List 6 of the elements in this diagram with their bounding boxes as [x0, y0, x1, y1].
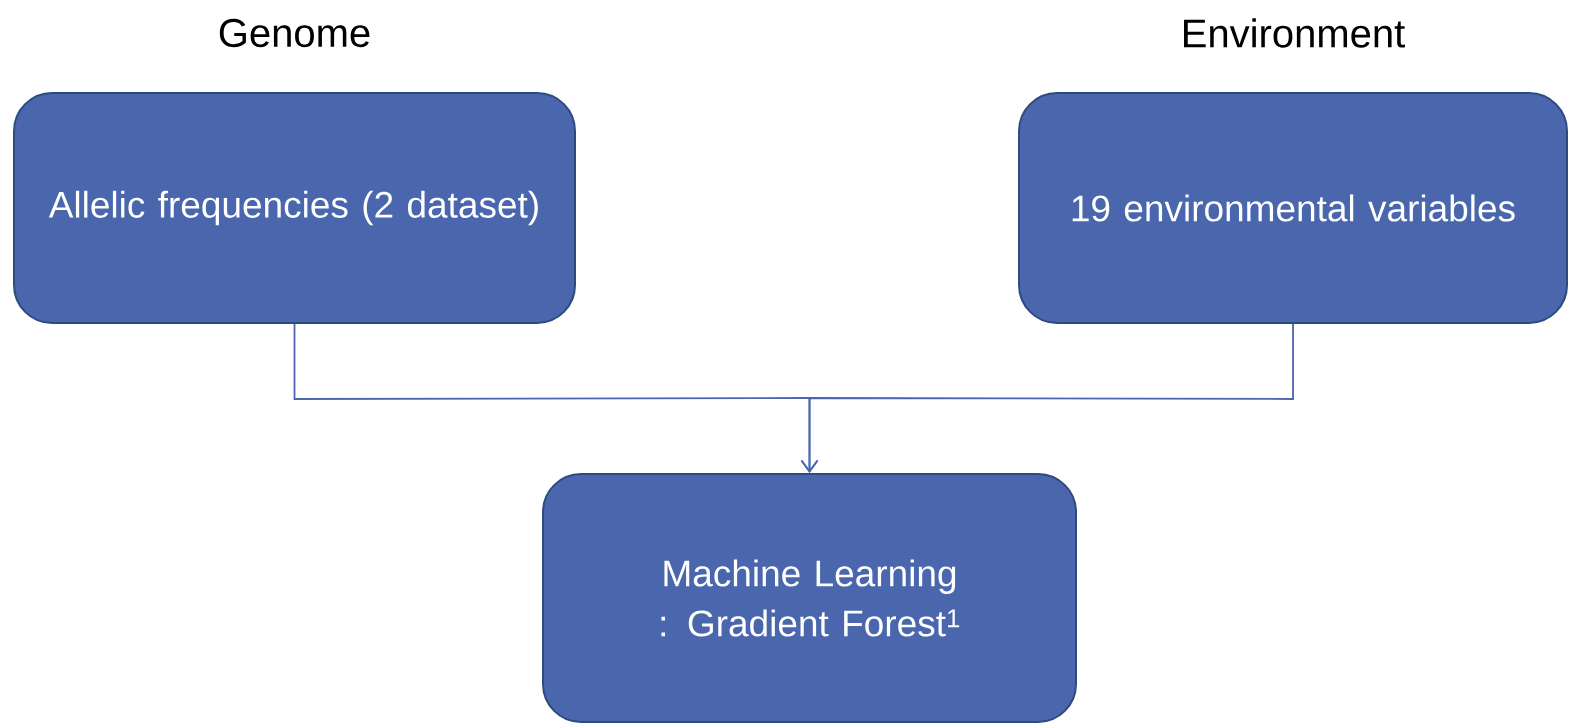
- process-box: Machine Learning : Gradient Forest$^{1}$: [542, 473, 1077, 723]
- heading: Environment: [1184, 18, 1405, 48]
- process-box: Allelic frequencies (2 dataset): [13, 92, 576, 324]
- heading: Genome: [219, 18, 370, 48]
- process-box: 19 environmental variables: [1018, 92, 1568, 324]
- arrow: [800, 323, 1294, 473]
